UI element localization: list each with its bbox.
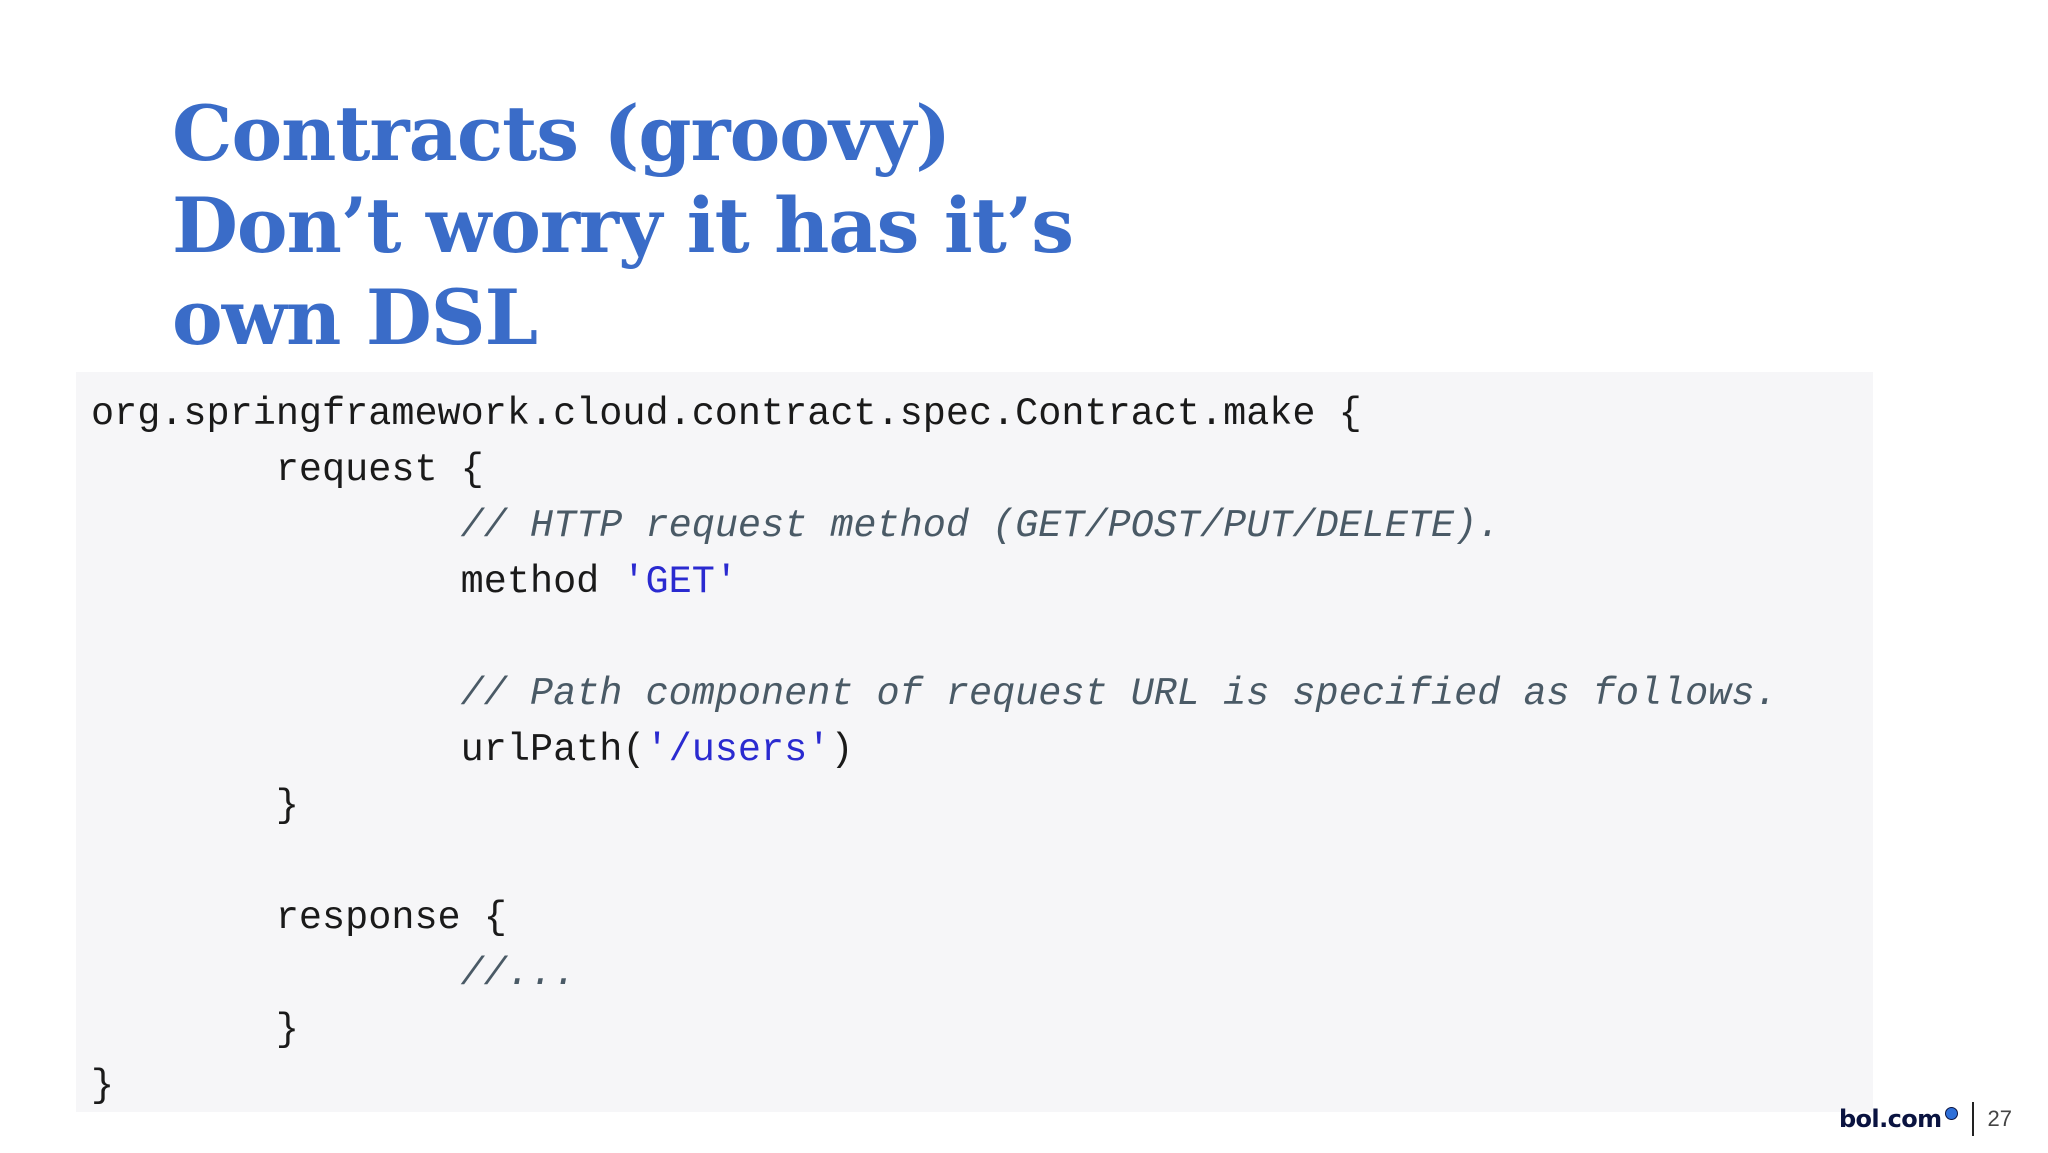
code-string: '/users' <box>645 728 831 772</box>
code-line: } <box>91 778 299 834</box>
code-text: } <box>91 784 299 828</box>
code-line: //... <box>91 946 577 1002</box>
bol-com-logo: bol.com <box>1839 1105 1958 1133</box>
title-line: own DSL <box>172 273 538 362</box>
code-text <box>91 672 461 716</box>
code-line: } <box>91 1002 299 1058</box>
code-comment: // HTTP request method (GET/POST/PUT/DEL… <box>460 504 1501 548</box>
code-line: request { <box>91 442 484 498</box>
code-text: org.springframework.cloud.contract.spec.… <box>91 392 1362 436</box>
title-line: Don’t worry it has it’s <box>172 181 1074 270</box>
code-line: } <box>91 1058 114 1114</box>
code-text: response { <box>91 896 507 940</box>
code-line: // Path component of request URL is spec… <box>91 666 1778 722</box>
code-text <box>91 952 461 996</box>
code-line: urlPath('/users') <box>91 722 854 778</box>
code-string: 'GET' <box>622 560 738 604</box>
footer-divider <box>1971 1102 1974 1136</box>
code-comment: // Path component of request URL is spec… <box>460 672 1778 716</box>
code-comment: //... <box>460 952 577 996</box>
code-line: // HTTP request method (GET/POST/PUT/DEL… <box>91 498 1501 554</box>
logo-text: bol.com <box>1838 1105 1942 1133</box>
code-line: method 'GET' <box>91 554 738 610</box>
logo-badge-icon <box>1944 1107 1958 1120</box>
page-number: 27 <box>1987 1106 2012 1131</box>
code-text: } <box>91 1008 299 1052</box>
code-text: method <box>91 560 623 604</box>
code-line: response { <box>91 890 507 946</box>
code-text: } <box>91 1064 115 1108</box>
code-text: ) <box>830 728 854 772</box>
title-line: Contracts (groovy) <box>172 89 951 178</box>
code-text: request { <box>91 448 484 492</box>
code-text: urlPath( <box>91 728 646 772</box>
code-line: org.springframework.cloud.contract.spec.… <box>91 386 1362 442</box>
slide-title: Contracts (groovy) Don’t worry it has it… <box>172 88 1074 364</box>
footer: bol.com 27 <box>1839 1099 2012 1139</box>
code-block: org.springframework.cloud.contract.spec.… <box>76 372 1873 1112</box>
code-text <box>91 504 461 548</box>
